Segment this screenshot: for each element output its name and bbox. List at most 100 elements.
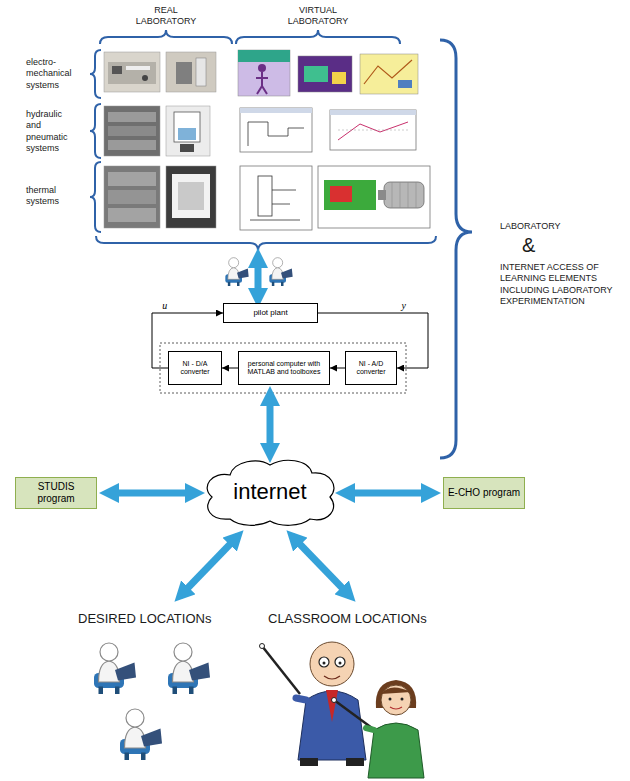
user-icon (168, 643, 210, 694)
screenshot (304, 66, 328, 82)
screenshot (258, 176, 272, 216)
lab-photo (108, 126, 156, 136)
converter-box: NI - D/A converter (168, 351, 222, 385)
signal-name: y (400, 301, 408, 311)
screenshot (318, 166, 430, 228)
big-brace (440, 40, 472, 458)
signal-line (330, 368, 345, 369)
lab-photo (166, 166, 216, 228)
teacher-woman (389, 698, 392, 701)
lab-photo (174, 112, 200, 142)
teacher-man (310, 642, 354, 686)
screenshot (324, 180, 376, 210)
user-icon (120, 709, 162, 760)
lab-photo (104, 106, 160, 156)
teacher-man (326, 690, 338, 722)
side-note: LABORATORY (500, 221, 618, 232)
lab-photo (104, 52, 160, 92)
dotted-frame (160, 343, 406, 393)
screenshot (332, 72, 346, 84)
teacher-man (323, 662, 326, 665)
teacher-woman (332, 680, 425, 778)
lab-photo (166, 52, 216, 92)
screenshot (240, 166, 312, 230)
screenshot (398, 80, 412, 88)
signal-name: u (160, 301, 169, 311)
screenshot (298, 56, 352, 92)
double-arrow (107, 490, 197, 497)
lab-photo (112, 66, 122, 74)
lab-photo (104, 166, 160, 228)
lab-photo (104, 106, 160, 156)
teacher-woman (401, 698, 404, 701)
screenshot (238, 50, 290, 96)
process-box: pilot plant (223, 303, 318, 323)
location-label: DESIRED LOCATIONs (78, 611, 248, 627)
side-note: & (522, 233, 562, 258)
lab-photo (108, 62, 156, 84)
screenshot (240, 108, 312, 152)
screenshot (378, 190, 386, 200)
screenshot (360, 54, 418, 94)
teacher-man (300, 758, 318, 766)
lab-photo (180, 144, 194, 152)
double-arrow (267, 394, 274, 455)
converter-box: NI - A/D converter (345, 351, 397, 385)
screenshot (318, 166, 430, 228)
row-label: thermal systems (26, 185, 78, 208)
user-icon (269, 258, 292, 286)
lab-photo (108, 172, 156, 186)
node-text: pilot plant (253, 308, 287, 318)
teacher-man (260, 642, 367, 766)
lab-photo (108, 190, 156, 204)
program-box: E-CHO program (443, 477, 525, 509)
double-arrow (292, 536, 350, 596)
bracket (96, 236, 436, 251)
screenshot (240, 108, 312, 113)
internet-cloud: internet (200, 457, 340, 527)
lab-photo (104, 52, 160, 92)
bracket (90, 104, 101, 158)
teacher-man (346, 758, 364, 766)
screenshot (248, 122, 304, 146)
teacher-man (296, 698, 306, 700)
teacher-woman (390, 707, 402, 709)
location-label: CLASSROOM LOCATIONs (268, 611, 458, 627)
teacher-woman (332, 698, 337, 703)
lab-photo (108, 208, 156, 222)
lab-photo (142, 75, 148, 81)
double-arrow (255, 256, 262, 300)
node-text: NI - A/D converter (349, 360, 393, 377)
bracket (90, 50, 101, 98)
screenshot (250, 190, 300, 220)
screenshot (258, 64, 266, 72)
lab-photo (108, 112, 156, 122)
screenshot (384, 182, 424, 208)
teacher-man (324, 676, 340, 679)
bracket (236, 30, 400, 44)
lab-photo (166, 166, 216, 228)
teacher-man (339, 662, 342, 665)
column-heading: VIRTUAL LABORATORY (283, 5, 353, 28)
screenshot (298, 56, 352, 92)
screenshot (330, 186, 352, 202)
row-label: electro-mechanical systems (26, 57, 86, 91)
node-text: internet (233, 479, 306, 505)
bracket (90, 30, 436, 251)
lab-photo (176, 62, 192, 84)
lab-photo (104, 166, 160, 228)
node-text: personal computer with MATLAB and toolbo… (242, 360, 326, 377)
bracket (90, 162, 101, 232)
teacher-woman (381, 687, 411, 694)
teacher-man (260, 644, 265, 649)
lab-photo (178, 128, 196, 140)
teacher-man (319, 657, 329, 667)
lab-photo (108, 140, 156, 150)
computer-box: personal computer with MATLAB and toolbo… (238, 351, 330, 385)
screenshot (330, 110, 416, 150)
node-text: STUDIS program (19, 481, 93, 505)
screenshot (330, 110, 416, 150)
side-note: INTERNET ACCESS OF LEARNING ELEMENTS INC… (500, 262, 618, 307)
bracket (100, 30, 232, 44)
